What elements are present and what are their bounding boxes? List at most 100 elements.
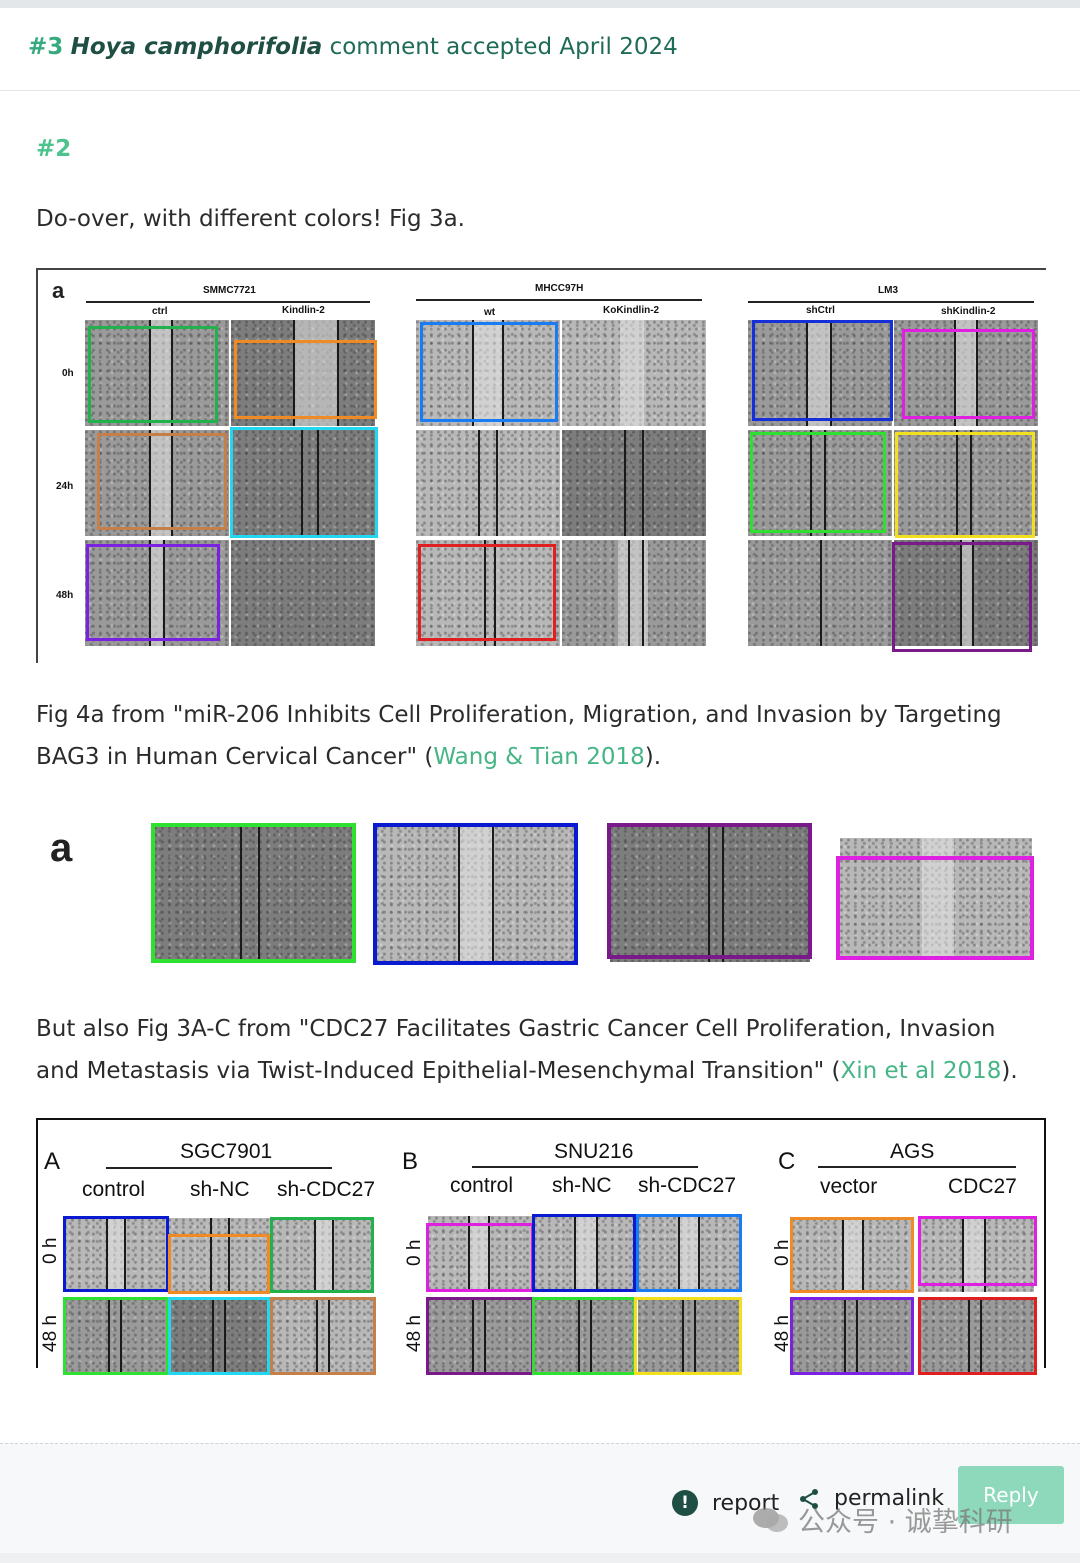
source3-prefix: But also Fig 3A-C from "CDC27 Facilitate… <box>36 1016 996 1084</box>
row-label: 48 h <box>404 1315 425 1352</box>
panel-letter: C <box>778 1148 796 1175</box>
highlight-box-navy <box>752 320 893 421</box>
figure-fig3a-c: A SGC7901 control sh-NC sh-CDC27 0 h 48 … <box>36 1118 1046 1375</box>
cell-line-label: SNU216 <box>554 1140 634 1163</box>
micrograph-tile <box>610 826 810 962</box>
micrograph-tile <box>85 320 229 426</box>
column-label: sh-NC <box>552 1174 612 1197</box>
column-label: sh-CDC27 <box>277 1178 376 1201</box>
column-label: shKindlin-2 <box>941 306 996 317</box>
figure1-panel-letter: a <box>52 278 65 303</box>
highlight-box-yellow <box>634 1297 742 1375</box>
highlight-box-lime <box>532 1297 636 1375</box>
micrograph-tile <box>918 1298 1034 1374</box>
micrograph-tile <box>428 1216 532 1292</box>
micrograph-tile <box>748 540 892 646</box>
group-rule <box>86 301 370 303</box>
highlight-box-magenta <box>426 1223 534 1292</box>
group-rule <box>818 1166 1016 1168</box>
column-label: KoKindlin-2 <box>603 305 660 316</box>
exclamation-icon: ! <box>672 1490 698 1516</box>
column-label: CDC27 <box>948 1175 1017 1198</box>
highlight-box-orange <box>234 340 377 419</box>
micrograph-tile <box>64 1298 166 1374</box>
micrograph-tile <box>894 430 1038 536</box>
micrograph-tile <box>416 320 560 426</box>
highlight-box-darkblue <box>63 1216 169 1292</box>
source2-prefix: Fig 4a from "miR-206 Inhibits Cell Proli… <box>36 702 1002 770</box>
micrograph-tile <box>231 430 375 536</box>
micrograph-tile <box>168 1298 270 1374</box>
reply-button[interactable]: Reply <box>958 1466 1064 1524</box>
group-label: MHCC97H <box>535 283 584 294</box>
micrograph-tile <box>918 1218 1034 1292</box>
comment-footer: ! report permalink Reply 公众号 · 诚挚科研 <box>0 1443 1080 1553</box>
highlight-box-cyan <box>168 1297 270 1375</box>
micrograph-tile <box>428 1298 532 1374</box>
highlight-box-purple <box>790 1297 914 1375</box>
micrograph-tile <box>231 320 375 426</box>
top-bar <box>0 0 1080 8</box>
sub-comment-id: #2 <box>36 136 72 162</box>
micrograph-tile <box>792 1298 912 1374</box>
panel-letter: A <box>44 1148 61 1175</box>
source3-suffix: ). <box>1001 1058 1018 1084</box>
micrograph-tile <box>231 540 375 646</box>
micrograph-tile <box>748 320 892 426</box>
column-label: Kindlin-2 <box>282 305 325 316</box>
highlight-box-violet <box>892 542 1032 652</box>
column-label: control <box>450 1174 514 1197</box>
micrograph-tile <box>562 430 706 536</box>
micrograph-tile <box>792 1218 912 1292</box>
highlight-box-magenta <box>836 856 1034 960</box>
permalink-link[interactable]: permalink <box>798 1486 944 1511</box>
column-label: sh-NC <box>190 1178 250 1201</box>
micrograph-tile <box>894 540 1038 646</box>
highlight-box-magenta <box>902 329 1035 419</box>
group-rule <box>416 299 702 301</box>
source2-suffix: ). <box>644 744 662 770</box>
comment-status: comment accepted April 2024 <box>329 34 678 60</box>
column-label: vector <box>820 1175 878 1198</box>
row-label: 0 h <box>404 1239 425 1266</box>
comment-title[interactable]: #3 Hoya camphorifolia comment accepted A… <box>28 34 678 60</box>
highlight-box-blue <box>420 322 558 422</box>
row-label: 0 h <box>40 1237 61 1264</box>
micrograph-tile <box>416 430 560 536</box>
micrograph-tile <box>562 540 706 646</box>
group-rule <box>106 1167 332 1169</box>
micrograph-tile <box>638 1216 740 1292</box>
micrograph-tile <box>85 430 229 536</box>
row-label: 24h <box>56 481 74 492</box>
figure-fig4a: a <box>36 808 1046 983</box>
column-label: sh-CDC27 <box>638 1174 737 1197</box>
micrograph-tile <box>638 1298 740 1374</box>
micrograph-tile <box>168 1218 270 1292</box>
highlight-box-tan <box>270 1297 376 1375</box>
row-label: 48h <box>56 590 74 601</box>
column-label: wt <box>484 307 496 318</box>
wechat-icon <box>753 1507 788 1532</box>
highlight-box-red <box>918 1297 1037 1375</box>
micrograph-tile <box>272 1218 374 1292</box>
highlight-box-tan <box>97 433 227 530</box>
group-label: SMMC7721 <box>203 285 256 296</box>
highlight-box-violet <box>426 1297 534 1375</box>
source3-link[interactable]: Xin et al 2018 <box>840 1058 1002 1084</box>
row-label: 48 h <box>40 1315 61 1352</box>
group-label: LM3 <box>878 285 898 296</box>
micrograph-tile <box>534 1216 636 1292</box>
panel-letter: B <box>402 1148 419 1175</box>
highlight-box-darkblue <box>532 1214 636 1292</box>
micrograph-tile <box>64 1218 166 1292</box>
highlight-box-purple <box>86 544 220 641</box>
micrograph-tile <box>748 430 892 536</box>
comment-card: #3 Hoya camphorifolia comment accepted A… <box>0 8 1080 1553</box>
group-rule <box>472 1166 698 1168</box>
source2-link[interactable]: Wang & Tian 2018 <box>433 744 645 770</box>
comment-header: #3 Hoya camphorifolia comment accepted A… <box>0 8 1080 91</box>
permalink-label: permalink <box>834 1486 944 1511</box>
highlight-box-lime <box>151 823 356 963</box>
micrograph-tile <box>416 540 560 646</box>
highlight-box-green <box>270 1217 374 1293</box>
